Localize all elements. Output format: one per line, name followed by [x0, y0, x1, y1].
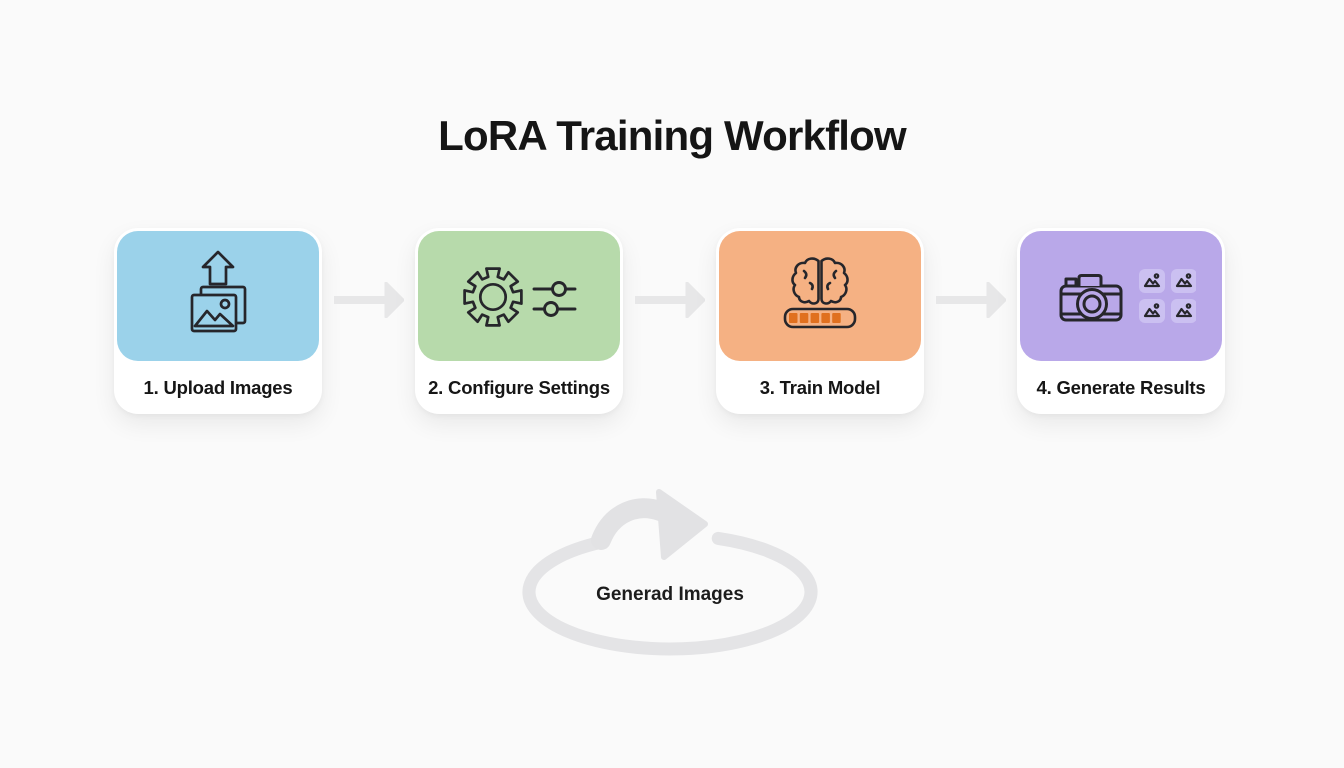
- step-card-upload-images: 1. Upload Images: [114, 228, 322, 414]
- connector-gap: [623, 282, 716, 318]
- flow-arrow-icon: [935, 282, 1006, 318]
- connector-gap: [924, 282, 1017, 318]
- generated-thumbnails-grid: [1139, 269, 1196, 323]
- step-label-upload-images: 1. Upload Images: [143, 376, 293, 398]
- workflow-steps-row: 1. Upload Images: [114, 228, 1225, 414]
- step-card-generate-results: 4. Generate Results: [1017, 228, 1225, 414]
- step-card-configure-settings: 2. Configure Settings: [415, 228, 623, 414]
- brain-progress-icon: [783, 257, 857, 329]
- generate-results-tile: [1020, 231, 1222, 361]
- upload-images-tile: [117, 231, 319, 361]
- gear-sliders-icon: [463, 267, 577, 327]
- loop-arrow-icon: [522, 489, 818, 656]
- step-card-train-model: 3. Train Model: [716, 228, 924, 414]
- step-label-train-model: 3. Train Model: [759, 376, 881, 398]
- flow-arrow-icon: [333, 282, 404, 318]
- feedback-loop: Generad Images: [500, 478, 840, 678]
- page-title: LoRA Training Workflow: [438, 112, 907, 159]
- step-label-configure-settings: 2. Configure Settings: [428, 376, 610, 398]
- step-label-generate-results: 4. Generate Results: [1036, 376, 1206, 398]
- camera-results-icon: [1059, 269, 1196, 323]
- configure-settings-tile: [418, 231, 620, 361]
- flow-arrow-icon: [634, 282, 705, 318]
- train-model-tile: [719, 231, 921, 361]
- upload-images-icon: [190, 250, 247, 333]
- connector-gap: [322, 282, 415, 318]
- loop-label: Generad Images: [596, 584, 744, 605]
- camera-icon: [1059, 274, 1123, 322]
